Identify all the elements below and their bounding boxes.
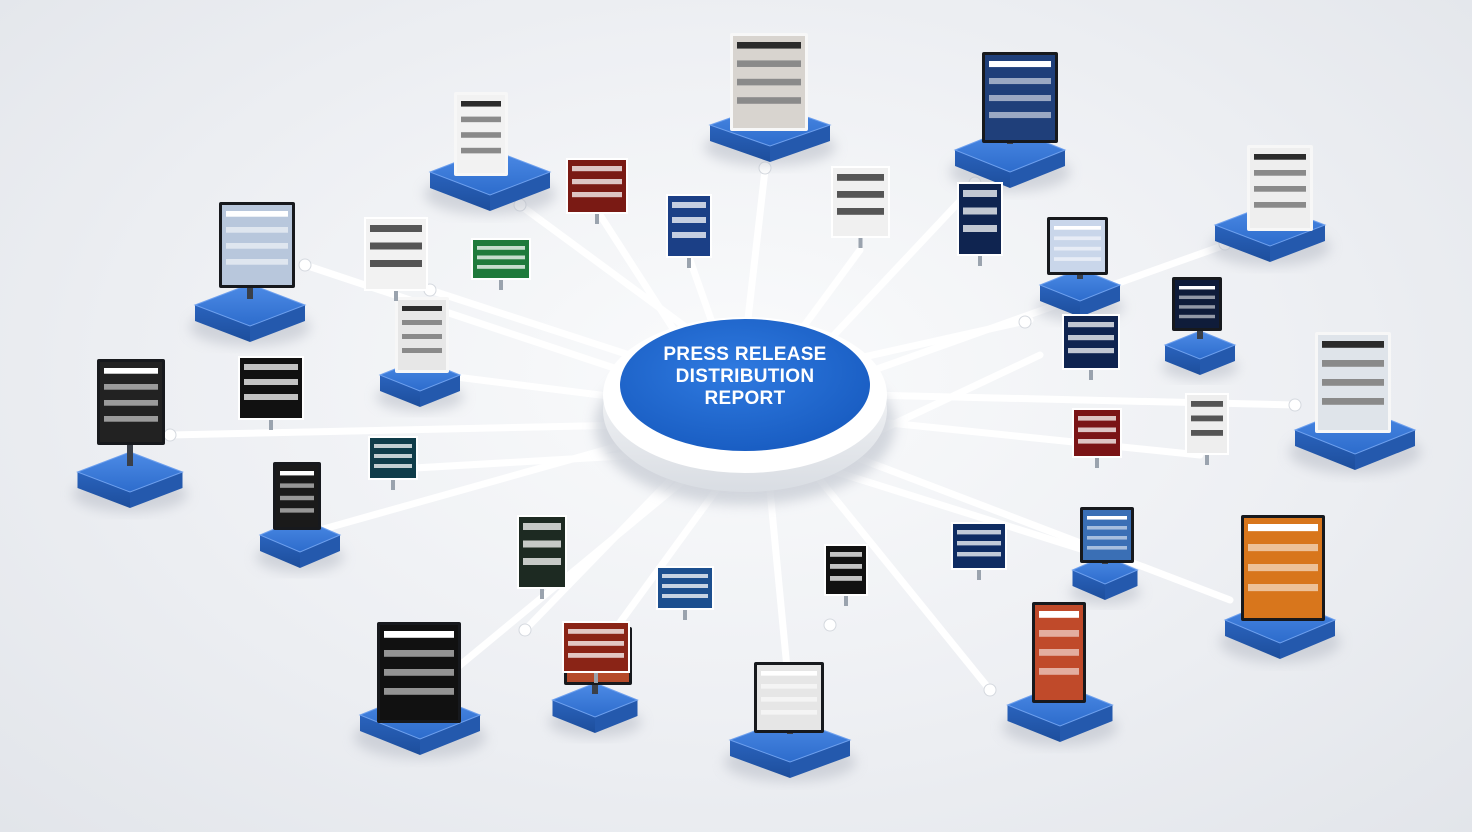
news-card-3 bbox=[831, 166, 890, 248]
outlet-news-monitor-top-right bbox=[949, 52, 1071, 192]
sign-device bbox=[377, 622, 461, 723]
spoke-top bbox=[741, 166, 769, 349]
news-card-16 bbox=[562, 621, 630, 683]
outlet-dark-sign-right bbox=[1161, 277, 1239, 380]
news-card-7 bbox=[238, 356, 304, 430]
monitor-device bbox=[273, 462, 321, 530]
outlet-newspaper-stack bbox=[424, 92, 556, 215]
outlet-monitor-bottom-center bbox=[724, 662, 856, 782]
monitor-device bbox=[754, 662, 824, 734]
print-device bbox=[730, 33, 808, 131]
spoke-left-5 bbox=[426, 286, 664, 369]
blue-platform bbox=[548, 682, 642, 738]
central-hub bbox=[595, 317, 895, 505]
print-device bbox=[1315, 332, 1391, 433]
monitor-device bbox=[1047, 217, 1108, 279]
news-card-11 bbox=[1185, 393, 1229, 465]
news-card-14 bbox=[824, 544, 868, 606]
news-card-1 bbox=[566, 158, 628, 224]
spoke-lower-right-1 bbox=[846, 451, 1234, 604]
outlet-tablet-left bbox=[189, 202, 311, 346]
blue-platform bbox=[72, 451, 188, 512]
news-card-8 bbox=[368, 436, 418, 490]
news-card-10 bbox=[1072, 408, 1122, 468]
media-outlets bbox=[72, 33, 1421, 782]
hub-title-line-3: REPORT bbox=[704, 388, 786, 409]
outlet-monitor-left-2 bbox=[72, 359, 188, 512]
tablet-device bbox=[219, 202, 295, 299]
spoke-top-left-1 bbox=[516, 201, 714, 349]
news-card-15 bbox=[951, 522, 1007, 580]
monitor-device bbox=[1241, 515, 1325, 621]
spoke-right-4 bbox=[856, 416, 1204, 459]
spoke-lower-right-2 bbox=[826, 466, 1104, 559]
outlet-monitor-bottom-right bbox=[1002, 602, 1118, 746]
print-device bbox=[1247, 145, 1313, 231]
hub-title: PRESS RELEASE DISTRIBUTION REPORT bbox=[640, 344, 850, 410]
hub-title-line-2: DISTRIBUTION bbox=[675, 366, 815, 387]
spoke-left-4 bbox=[301, 261, 654, 384]
spoke-left-2 bbox=[166, 421, 634, 439]
outlet-monitor-lower-right bbox=[1069, 507, 1141, 605]
news-card-2 bbox=[666, 194, 712, 268]
outlet-newspaper-far-right bbox=[1289, 332, 1421, 474]
spoke-top-right-2 bbox=[816, 181, 979, 354]
print-device bbox=[395, 297, 449, 373]
monitor-device bbox=[982, 52, 1058, 144]
hub-title-line-1: PRESS RELEASE bbox=[663, 344, 827, 365]
outlet-orange-monitor bbox=[1219, 515, 1341, 663]
spoke-lower-right-3 bbox=[816, 476, 994, 694]
news-card-9 bbox=[1062, 314, 1120, 380]
sign-device bbox=[1172, 277, 1222, 339]
outlet-monitor-mid-left bbox=[256, 462, 344, 573]
outlet-newspaper-right bbox=[1209, 145, 1331, 266]
outlet-billboard-bottom-left bbox=[354, 622, 486, 759]
outlet-magazine-left bbox=[376, 297, 464, 412]
news-card-12 bbox=[517, 515, 567, 599]
blue-platform bbox=[1002, 683, 1118, 746]
monitor-device bbox=[1032, 602, 1086, 703]
news-card-5 bbox=[364, 217, 428, 301]
news-card-13 bbox=[656, 566, 714, 620]
blue-platform bbox=[189, 283, 311, 346]
floating-news-cards bbox=[238, 158, 1229, 683]
news-card-6 bbox=[471, 238, 531, 290]
spoke-left-6 bbox=[376, 451, 644, 474]
blue-platform bbox=[1161, 330, 1239, 380]
outlet-monitor-right bbox=[1036, 217, 1124, 322]
monitor-device bbox=[97, 359, 165, 466]
monitor-device bbox=[1080, 507, 1134, 564]
outlet-photo-magazine bbox=[704, 33, 836, 166]
news-card-4 bbox=[957, 182, 1003, 266]
spoke-bottom-4 bbox=[521, 466, 684, 634]
print-device bbox=[454, 92, 508, 176]
